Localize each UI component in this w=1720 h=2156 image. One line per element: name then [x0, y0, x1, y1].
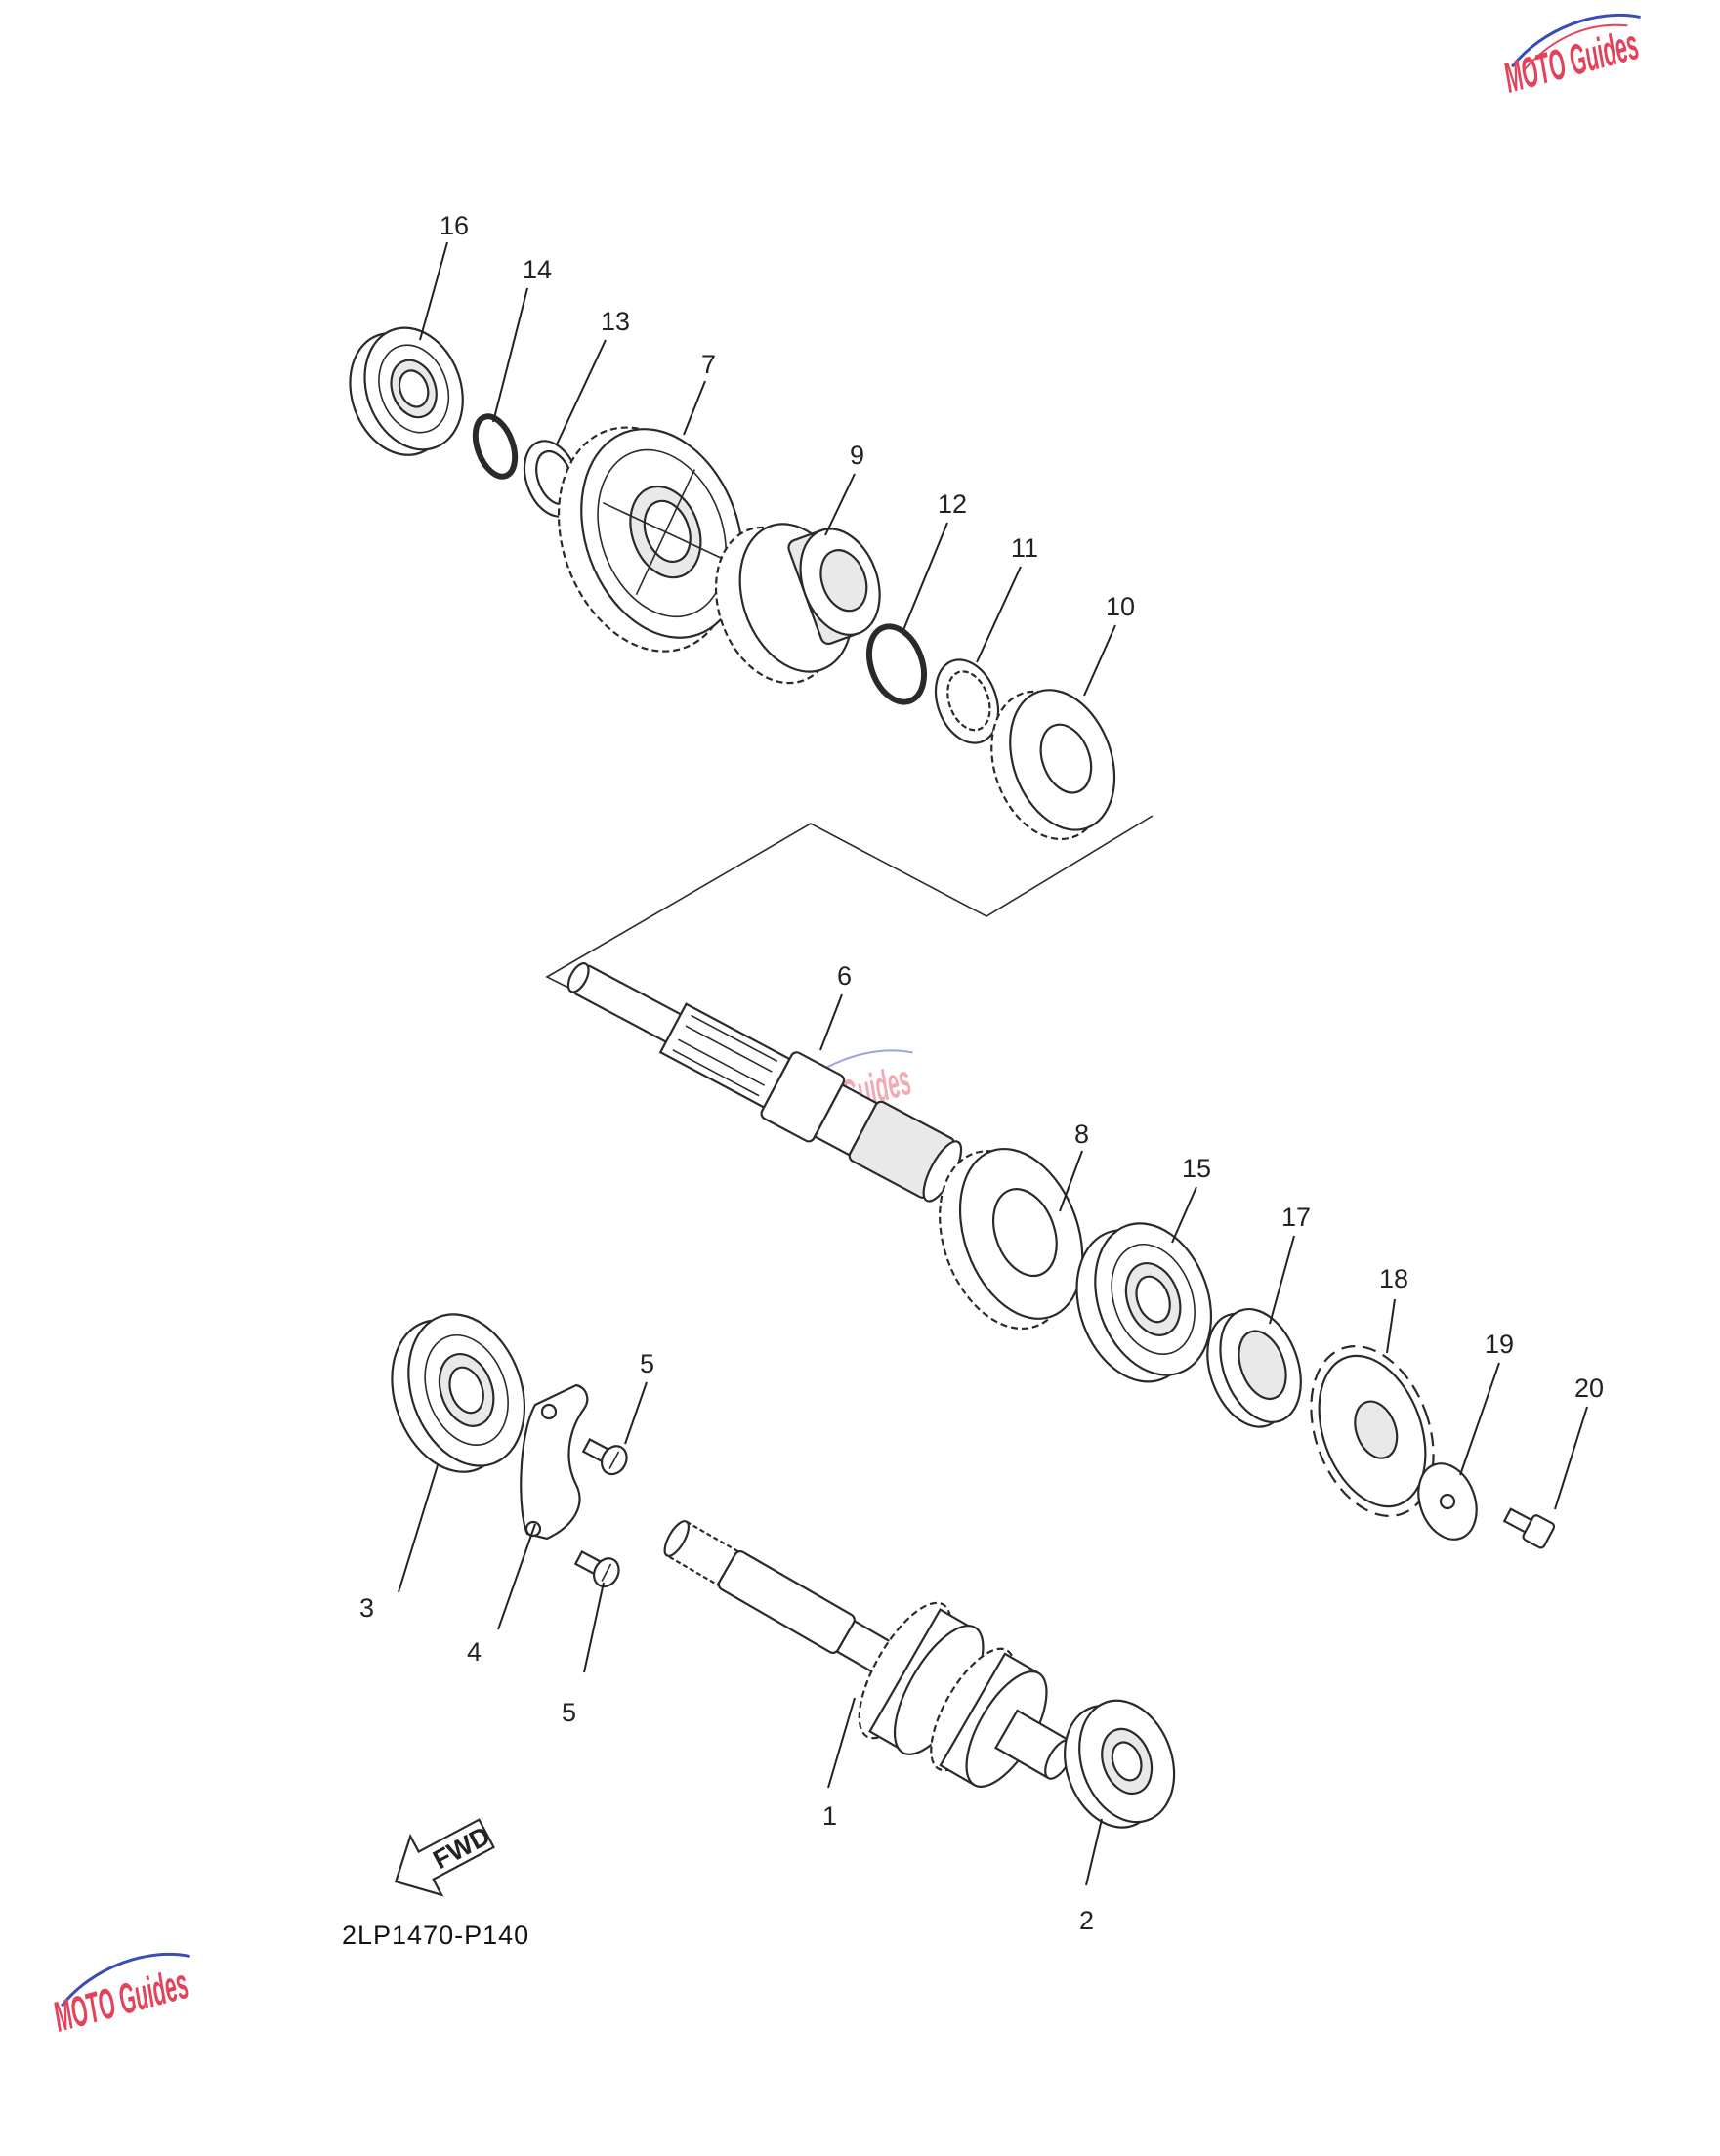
callout-11: 11 [1011, 533, 1038, 563]
gear-9 [714, 523, 881, 685]
bolt-20 [1502, 1507, 1556, 1549]
main-axle-1 [663, 1520, 1074, 1788]
callout-5-upper: 5 [640, 1349, 654, 1378]
callout-5-lower: 5 [562, 1698, 576, 1727]
bearing-2 [1064, 1699, 1176, 1829]
fwd-arrow: FWD [394, 1818, 495, 1897]
bearing-15 [1075, 1222, 1213, 1383]
callout-9: 9 [850, 441, 864, 470]
callout-labels: 16 14 13 7 9 12 11 10 6 8 15 17 18 19 20… [359, 211, 1604, 1935]
screw-5-upper [581, 1438, 628, 1476]
watermark-logo-text: MOTO Guides [1499, 21, 1644, 103]
main-axle-6 [566, 962, 963, 1203]
callout-8: 8 [1074, 1120, 1089, 1149]
callout-3: 3 [359, 1593, 374, 1623]
screw-5-lower [573, 1550, 620, 1588]
bearing-16 [349, 326, 464, 456]
drive-sprocket-18 [1310, 1345, 1435, 1517]
oil-seal-17 [1206, 1307, 1302, 1428]
leader-lines [398, 241, 1588, 1886]
gear-10 [990, 689, 1116, 841]
callout-2: 2 [1079, 1906, 1094, 1935]
gear-8 [939, 1147, 1084, 1331]
circlip-12 [865, 623, 928, 705]
watermark-logo-text: MOTO Guides [49, 1960, 193, 2042]
bearing-3 [391, 1313, 526, 1473]
callout-14: 14 [523, 255, 552, 284]
callout-16: 16 [440, 211, 469, 240]
callout-12: 12 [938, 489, 967, 519]
gear-7 [557, 426, 744, 653]
watermark-top-right: MOTO Guides [1499, 13, 1644, 103]
washer-11 [934, 658, 1000, 744]
callout-13: 13 [601, 307, 630, 336]
lock-washer-19 [1417, 1462, 1478, 1541]
callout-10: 10 [1106, 592, 1135, 621]
callout-20: 20 [1574, 1374, 1604, 1403]
callout-18: 18 [1379, 1264, 1408, 1293]
callout-15: 15 [1182, 1154, 1211, 1183]
callout-4: 4 [467, 1637, 482, 1667]
assembly-bracket-line [545, 815, 1154, 993]
callout-6: 6 [837, 961, 852, 991]
callout-17: 17 [1281, 1203, 1311, 1232]
callout-1: 1 [822, 1801, 837, 1831]
callout-19: 19 [1485, 1330, 1514, 1359]
callout-7: 7 [701, 350, 716, 379]
drawing-code: 2LP1470-P140 [342, 1921, 529, 1950]
watermark-bottom-left: MOTO Guides [49, 1952, 193, 2042]
bearing-plate-4 [520, 1383, 589, 1541]
circlip-14 [472, 413, 519, 480]
plate-hole [540, 1403, 558, 1420]
